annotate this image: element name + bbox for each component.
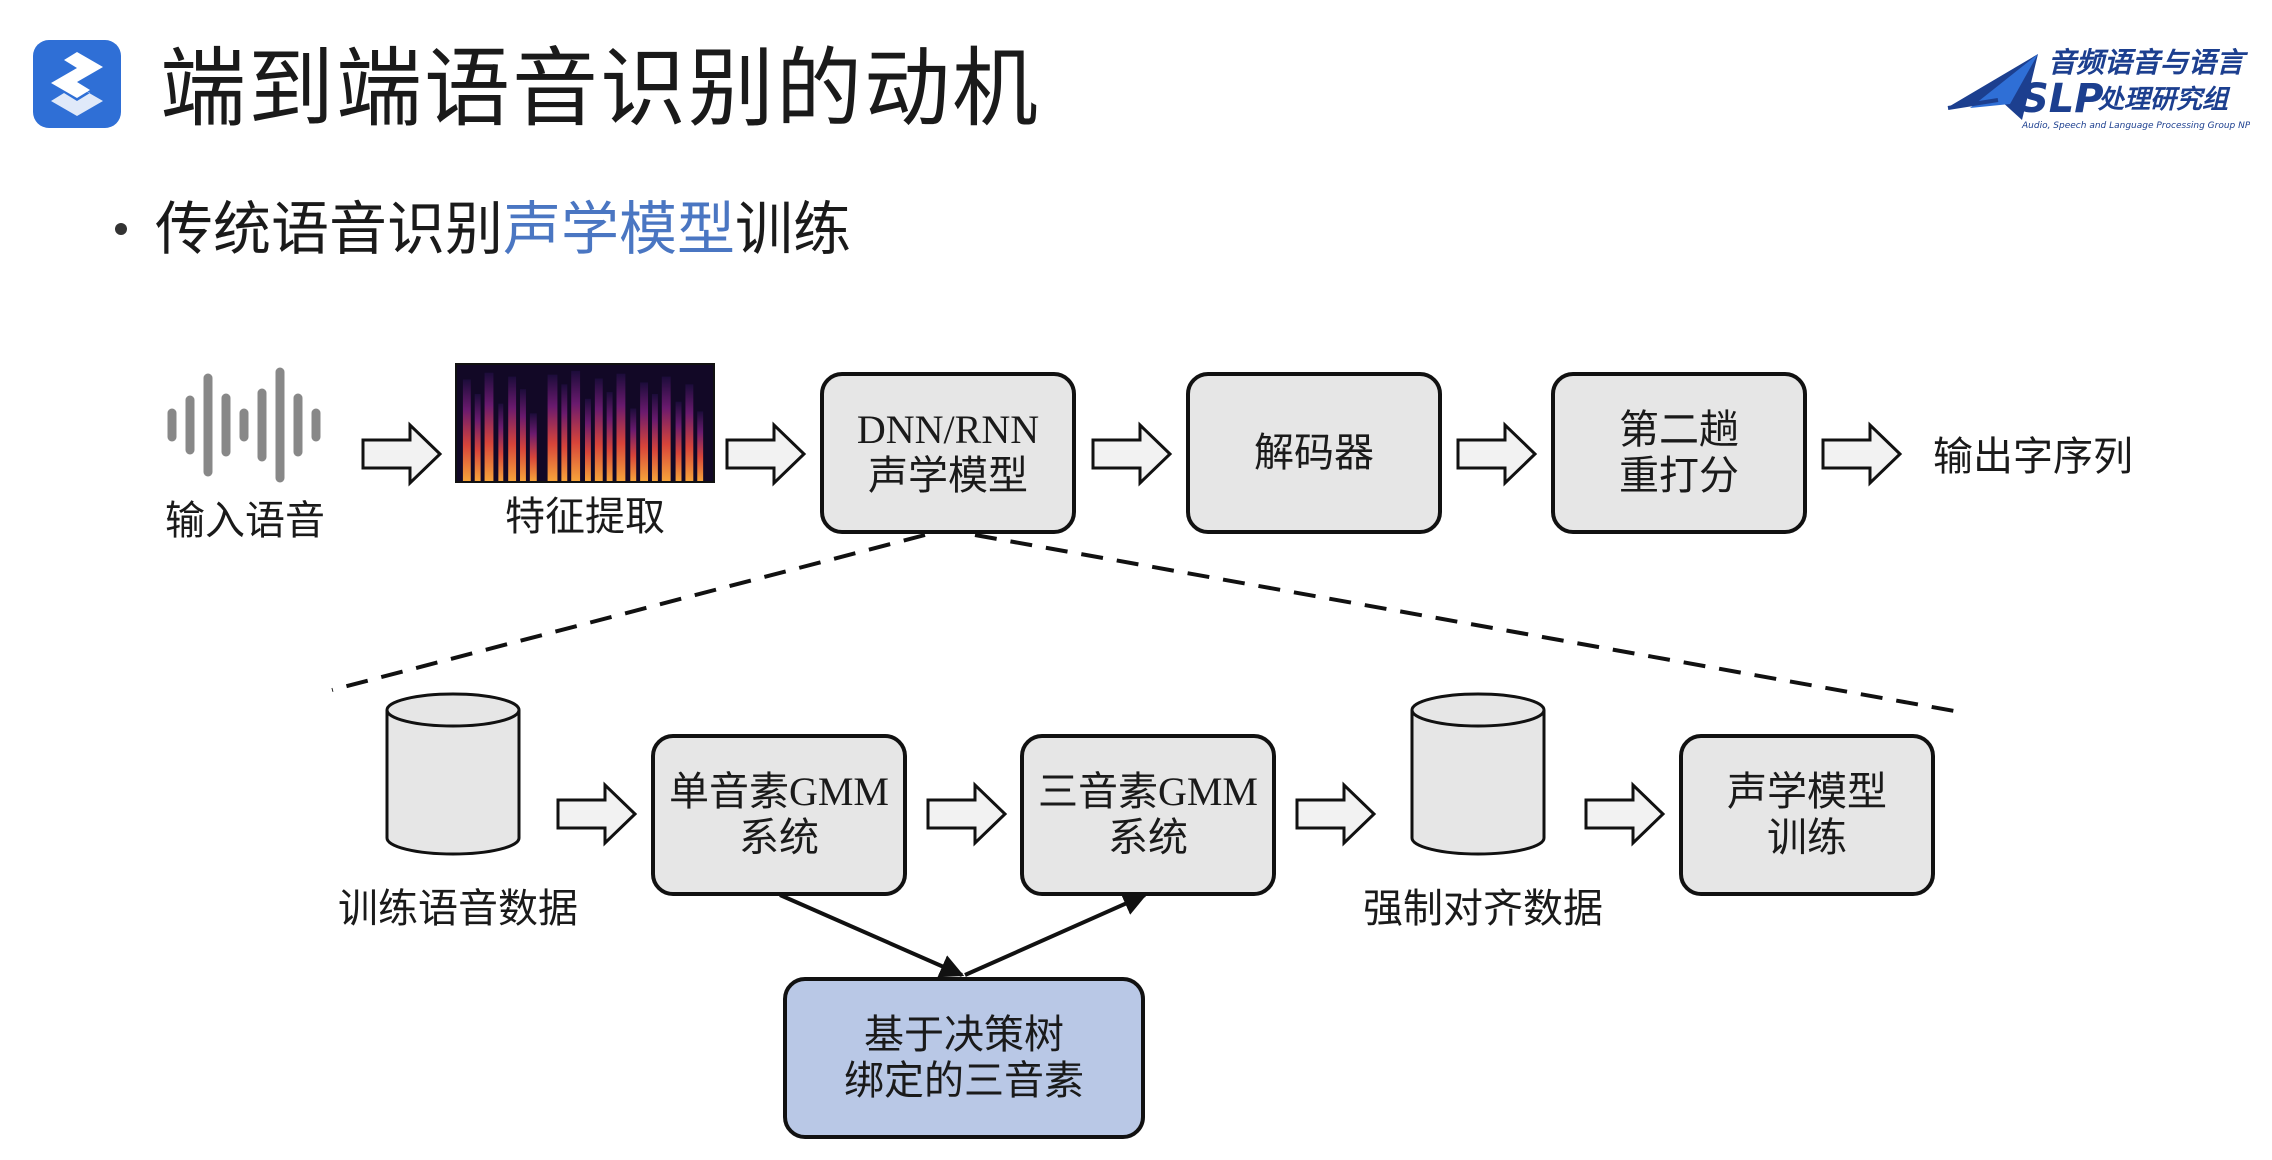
block-arrow-4 bbox=[1456, 421, 1538, 487]
block-arrow-7 bbox=[926, 781, 1008, 847]
train-data-label: 训练语音数据 bbox=[338, 886, 578, 931]
block-arrow-5 bbox=[1821, 421, 1903, 487]
arrow-tree-to-tri bbox=[964, 892, 1148, 977]
block-arrow-1 bbox=[361, 421, 443, 487]
bullet-highlight: 声学模型 bbox=[503, 195, 736, 263]
database-icon-align bbox=[1410, 692, 1546, 856]
feature-extraction-label: 特征提取 bbox=[505, 494, 665, 539]
logo-line1: 音频语音与语言 bbox=[2048, 46, 2249, 79]
block-arrow-3 bbox=[1091, 421, 1173, 487]
block-arrow-2 bbox=[725, 421, 807, 487]
s-logo-icon bbox=[33, 40, 121, 128]
block-arrow-9 bbox=[1584, 781, 1666, 847]
bullet-prefix: 传统语音识别 bbox=[155, 195, 504, 263]
block-arrow-8 bbox=[1295, 781, 1377, 847]
database-icon-train bbox=[385, 692, 521, 856]
decision-tree-box: 基于决策树 绑定的三音素 bbox=[783, 977, 1145, 1139]
dnn-acoustic-model-box: DNN/RNN 声学模型 bbox=[820, 372, 1076, 534]
decoder-box: 解码器 bbox=[1186, 372, 1442, 534]
zoom-line-left bbox=[331, 533, 926, 692]
bullet-line: 传统语音识别声学模型训练 bbox=[115, 194, 851, 264]
spectrogram-image bbox=[455, 363, 715, 483]
align-data-label: 强制对齐数据 bbox=[1363, 886, 1603, 931]
logo-sub: Audio, Speech and Language Processing Gr… bbox=[2021, 121, 2250, 131]
page-title: 端到端语音识别的动机 bbox=[160, 39, 1040, 139]
bullet-dot bbox=[115, 222, 127, 235]
rescoring-box: 第二趟 重打分 bbox=[1551, 372, 1807, 534]
bullet-suffix: 训练 bbox=[735, 195, 852, 263]
arrow-mono-to-tree bbox=[779, 893, 965, 978]
input-speech-label: 输入语音 bbox=[165, 498, 325, 543]
slp-group-logo: 音频语音与语言 SLP 处理研究组 Audio, Speech and Lang… bbox=[1947, 46, 2250, 131]
block-arrow-6 bbox=[556, 781, 638, 847]
am-training-box: 声学模型 训练 bbox=[1679, 734, 1935, 896]
tri-gmm-box: 三音素GMM 系统 bbox=[1020, 734, 1276, 896]
logo-line2: 处理研究组 bbox=[2097, 85, 2231, 115]
zoom-line-right bbox=[974, 533, 1961, 714]
logo-abbr: SLP bbox=[2020, 76, 2104, 122]
mono-gmm-box: 单音素GMM 系统 bbox=[651, 734, 907, 896]
output-sequence-label: 输出字序列 bbox=[1933, 434, 2133, 479]
waveform-icon bbox=[167, 367, 321, 483]
